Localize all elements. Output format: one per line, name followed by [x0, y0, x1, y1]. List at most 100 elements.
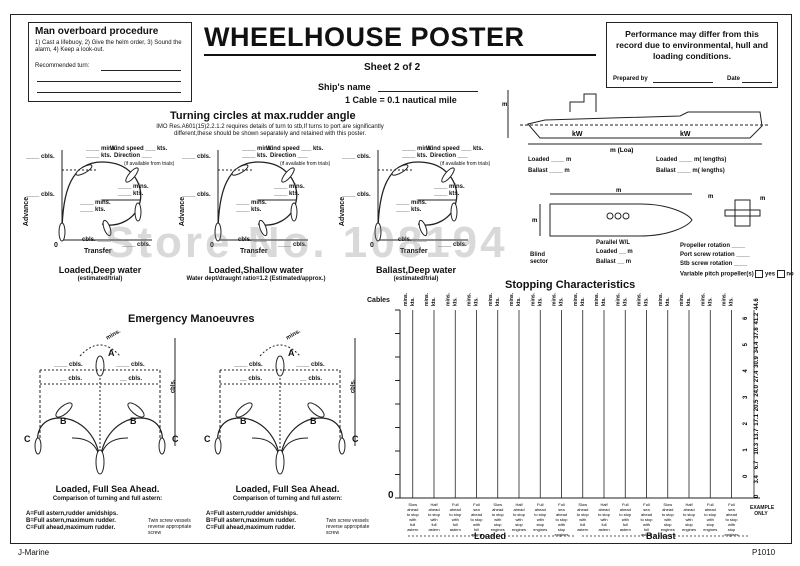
cbls-left-2: __ cbls.: [240, 376, 263, 382]
transfer-label: Transfer: [84, 248, 112, 255]
column-caption: to stop: [577, 512, 590, 517]
stopping-cables-label: Cables: [367, 297, 390, 304]
b-left-label: B: [240, 416, 247, 426]
cbls-right: ____ cbls.: [116, 362, 145, 368]
column-caption: to stop: [428, 512, 441, 517]
column-caption: astern: [407, 527, 418, 532]
svg-text:m: m: [532, 218, 537, 224]
draft-ballast: Ballast ____ m: [528, 168, 570, 174]
stopping-zero: 0: [388, 490, 394, 501]
mins-label-3: ____ mins.: [236, 200, 267, 206]
column-caption: with: [622, 517, 629, 522]
performance-box: Performance may differ from this record …: [606, 22, 778, 88]
trials-note: (if available from trials): [124, 161, 175, 167]
cbls-label-2: ____ cbls.: [342, 192, 371, 198]
column-mins-label: mins.: [530, 292, 536, 306]
kts-label: ____ kts.: [402, 153, 428, 159]
column-caption: engines: [682, 527, 696, 532]
cbls-transfer-2: ____ cbls.: [278, 242, 307, 248]
column-kts-label: kts.: [559, 297, 565, 306]
loa-label: m (Loa): [610, 147, 633, 154]
scale-label: 10.3: [754, 442, 760, 454]
column-mins-label: mins.: [615, 292, 621, 306]
column-caption: astern: [577, 527, 588, 532]
scale-label-b: 2: [743, 421, 749, 425]
svg-text:m: m: [760, 196, 765, 202]
ships-name-line: [378, 91, 478, 92]
column-kts-label: kts.: [452, 297, 458, 306]
transfer-label: Transfer: [400, 248, 428, 255]
column-caption: engines: [703, 527, 717, 532]
mob-recommended-turn: Recommended turn:: [35, 63, 90, 69]
ship-plan-diagram: m m m m: [532, 188, 765, 237]
column-caption: Full: [452, 502, 459, 507]
column-caption: with: [452, 517, 459, 522]
column-caption: stop: [536, 522, 544, 527]
example-only: EXAMPLE ONLY: [750, 505, 775, 517]
column-kts-label: kts.: [707, 297, 713, 306]
date-label: Date: [727, 76, 741, 82]
mob-steps: 1) Cast a lifebuoy, 2) Give the helm ord…: [35, 40, 182, 53]
mins-label-2: ____ mins.: [434, 184, 465, 190]
column-caption: to stop: [704, 512, 717, 517]
column-caption: to stop: [492, 512, 505, 517]
column-caption: with: [409, 517, 416, 522]
scale-label-b: 6: [743, 316, 749, 320]
column-caption: Full: [622, 502, 629, 507]
blind-loaded: Loaded ____ m( lengths): [656, 157, 727, 163]
column-caption: ahead: [471, 512, 482, 517]
advance-label: Advance: [339, 196, 347, 227]
column-caption: with: [515, 517, 522, 522]
transfer-label: Transfer: [240, 248, 268, 255]
kw-label-1: kW: [572, 131, 583, 138]
column-caption: stop: [515, 522, 523, 527]
emergency-title: Emergency Manoeuvres: [128, 313, 255, 325]
column-kts-label: kts.: [474, 297, 480, 306]
c-right-label: C: [172, 434, 179, 444]
cbls-label-2: ____ cbls.: [182, 192, 211, 198]
page-title: WHEELHOUSE POSTER: [204, 22, 525, 52]
column-caption: full: [431, 522, 436, 527]
cbls-left-2: __ cbls.: [60, 376, 83, 382]
hull-plan: [549, 203, 693, 237]
zero-label: 0: [54, 242, 58, 249]
column-mins-label: mins.: [509, 292, 515, 306]
hull-profile: [527, 111, 763, 139]
column-caption: sea: [643, 507, 650, 512]
column-caption: with: [643, 522, 650, 527]
prepared-by-label: Prepared by: [613, 76, 648, 82]
column-kts-label: kts.: [729, 297, 735, 306]
air-draft-m: m: [502, 102, 507, 108]
no-checkbox[interactable]: [776, 270, 785, 278]
column-kts-label: kts.: [410, 297, 416, 306]
panel-sub: (estimated/trial): [393, 276, 439, 282]
stb-screw: Stb screw rotation ____: [680, 261, 748, 267]
column-caption: ahead: [407, 507, 418, 512]
column-mins-label: mins.: [467, 292, 473, 306]
emergency-panel: mins.A____ cbls.____ cbls.__ cbls.__ cbl…: [200, 326, 375, 511]
yes-checkbox[interactable]: [755, 270, 764, 278]
column-caption: stop: [706, 522, 714, 527]
column-caption: full: [601, 522, 606, 527]
ships-name-label: Ship's name: [318, 82, 371, 92]
column-caption: Half: [430, 502, 438, 507]
svg-text:m: m: [616, 188, 621, 194]
bow-thruster: [734, 199, 751, 227]
column-kts-label: kts.: [431, 297, 437, 306]
column-caption: ahead: [641, 512, 652, 517]
column-caption: to stop: [534, 512, 547, 517]
kts-label-3: ____ kts.: [80, 207, 106, 213]
mob-line-3: [37, 92, 181, 93]
panel-label: Loaded,Shallow water: [208, 265, 304, 275]
prop-1: [606, 212, 614, 220]
column-caption: ahead: [705, 507, 716, 512]
column-caption: ahead: [492, 507, 503, 512]
cbls-vertical: _____ cbls.: [170, 379, 177, 412]
zero-label: 0: [210, 242, 214, 249]
column-caption: Full: [728, 502, 735, 507]
column-caption: ahead: [620, 507, 631, 512]
panel-sub: Water dept/draught ratio=1.2 (Estimated/…: [186, 276, 326, 282]
mins-label-2: ____ mins.: [118, 184, 149, 190]
column-mins-label: mins.: [403, 292, 409, 306]
